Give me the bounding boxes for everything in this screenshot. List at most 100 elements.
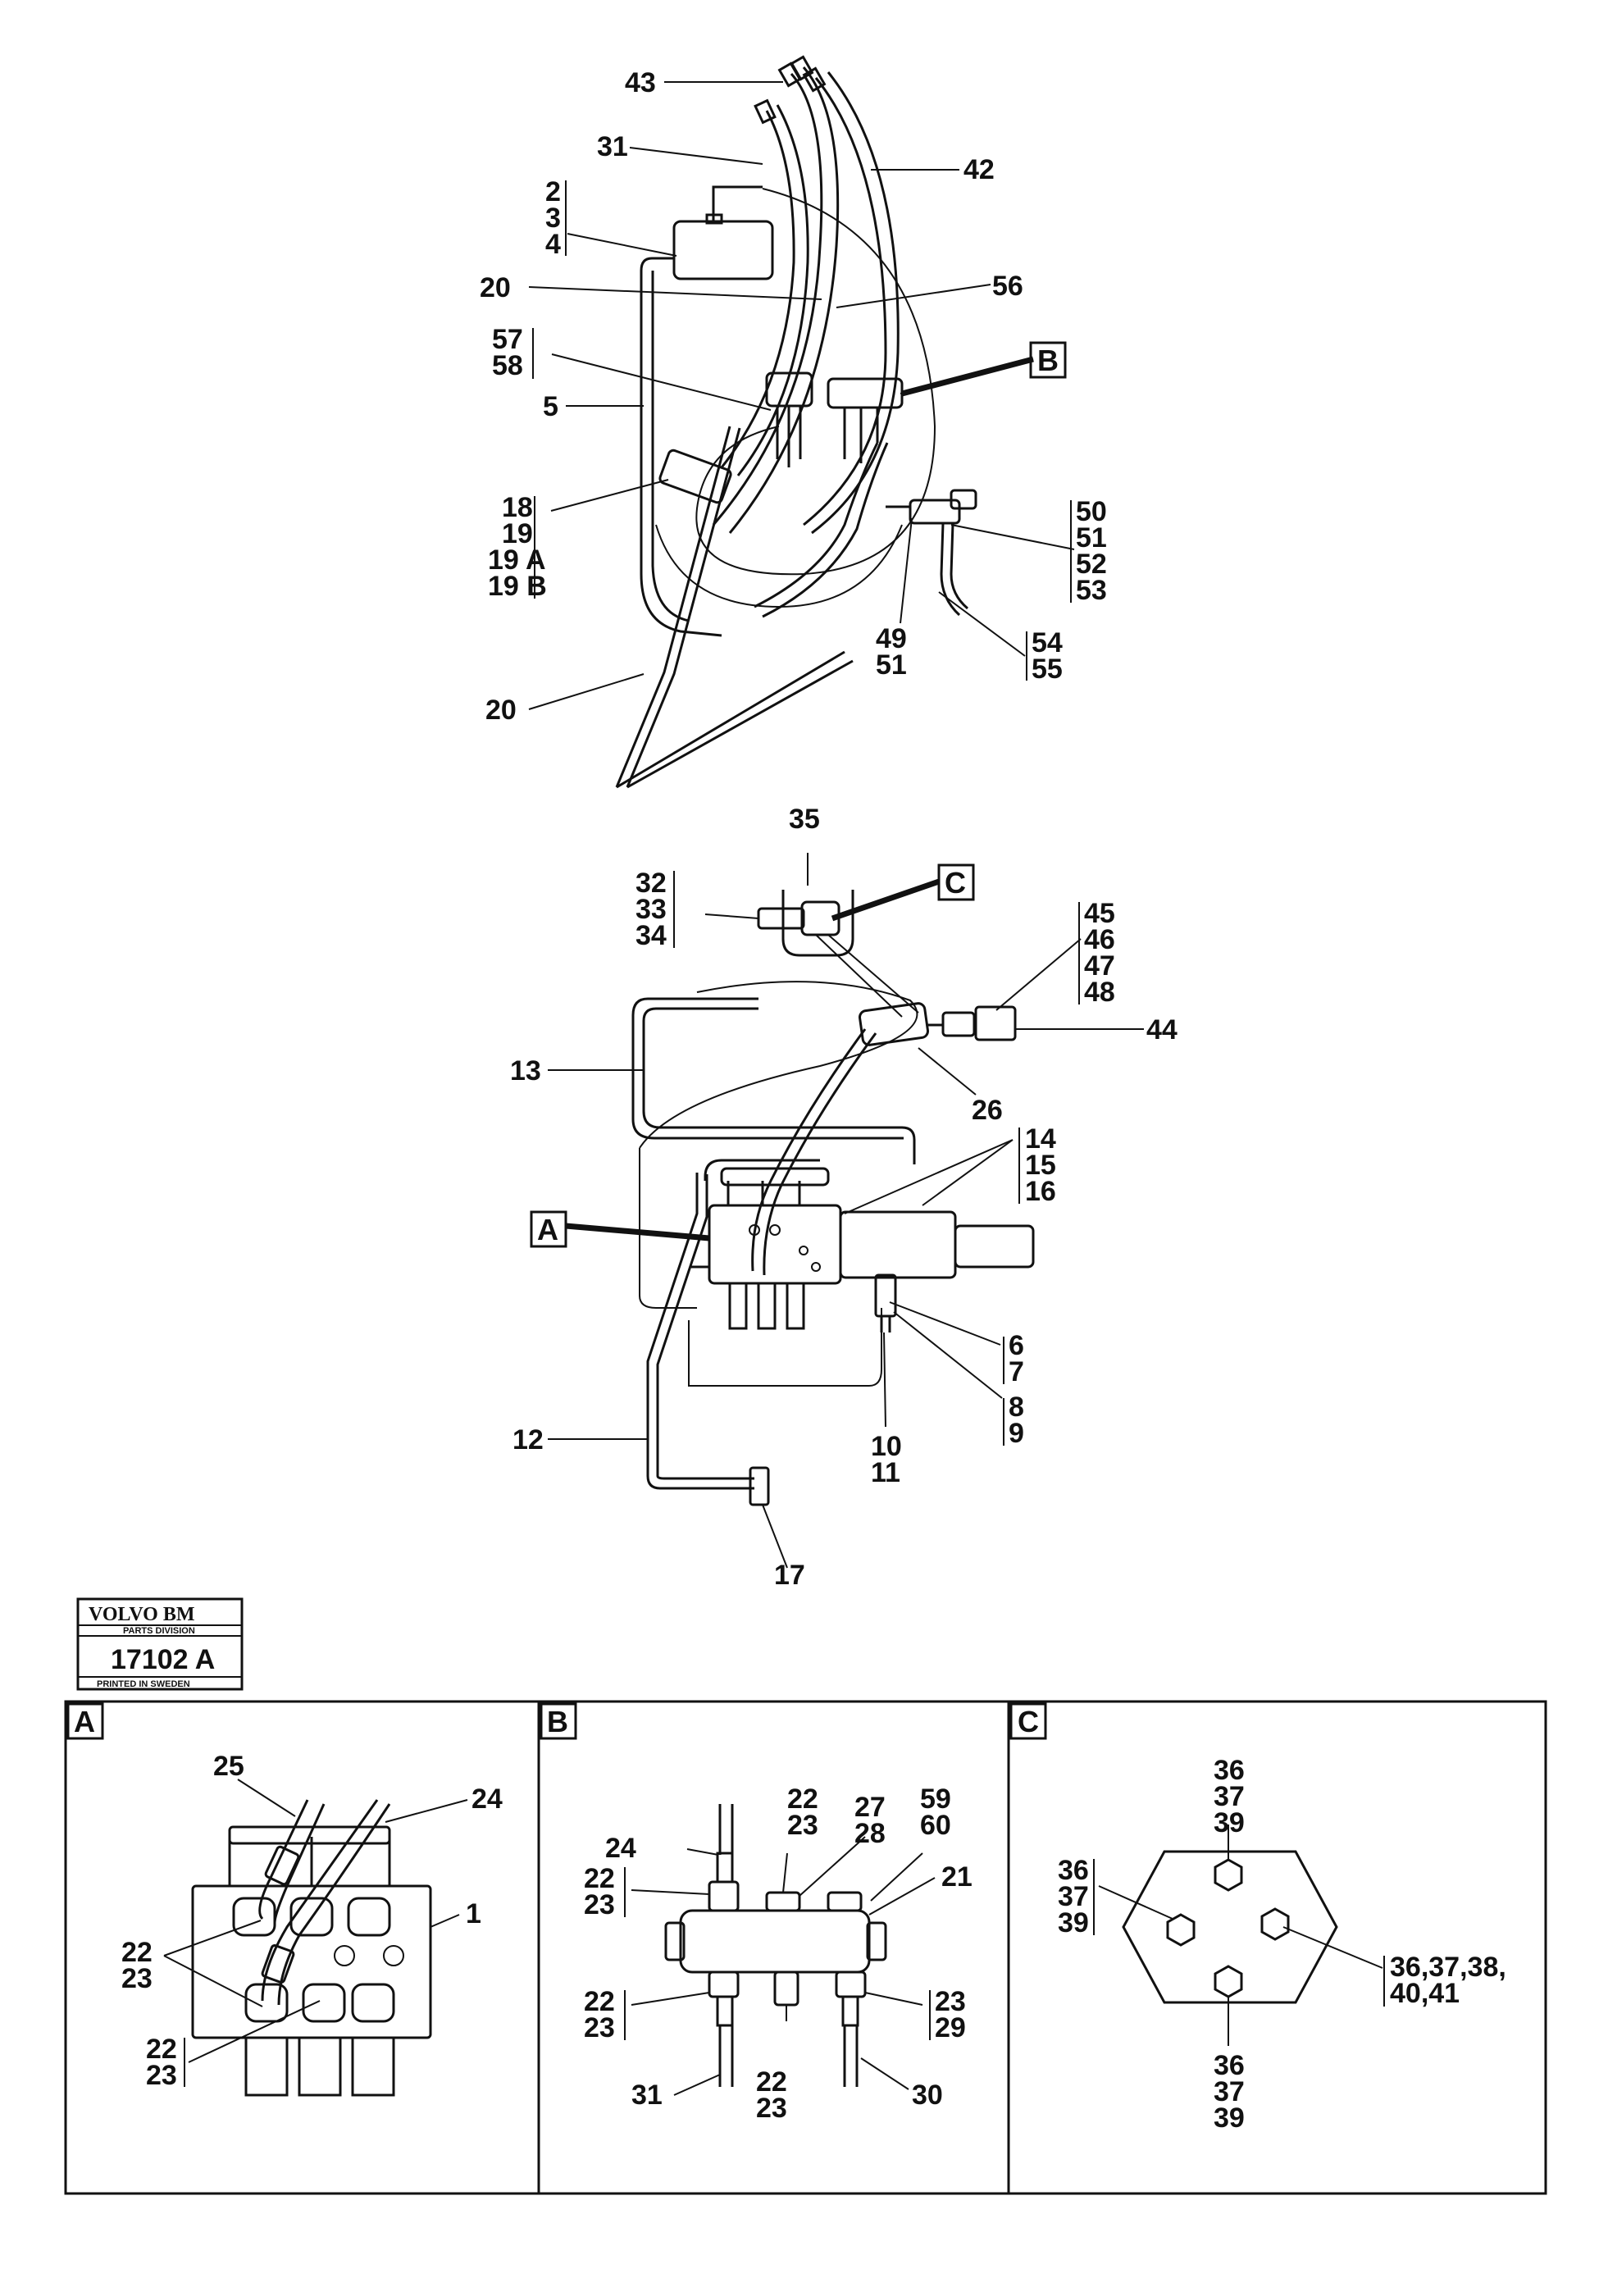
panel-b-callout-27: 27	[854, 1792, 886, 1823]
callout-55: 55	[1032, 654, 1063, 685]
svg-text:C: C	[1018, 1705, 1039, 1738]
panel-c-right-1: 36,37,38,	[1390, 1952, 1506, 1983]
callout-7: 7	[1009, 1356, 1024, 1387]
callout-45: 45	[1084, 898, 1115, 929]
callout-19a: 19 A	[488, 544, 546, 576]
callout-8: 8	[1009, 1392, 1024, 1423]
callout-54: 54	[1032, 627, 1063, 658]
panel-b-callout-23-right: 23	[935, 1986, 966, 2017]
panel-b-callout-23-left: 23	[584, 1889, 615, 1920]
callout-47: 47	[1084, 950, 1115, 982]
callout-53: 53	[1076, 575, 1107, 606]
panel-b-callout-29: 29	[935, 2012, 966, 2043]
panel-b-callout-23-top: 23	[787, 1810, 818, 1841]
callout-19: 19	[502, 518, 533, 549]
panel-c-top-3: 39	[1214, 1807, 1245, 1838]
callout-57: 57	[492, 324, 523, 355]
callout-18: 18	[502, 492, 533, 523]
callout-42: 42	[963, 154, 995, 185]
callout-26: 26	[972, 1095, 1003, 1126]
panel-b-callout-60: 60	[920, 1810, 951, 1841]
leader-lines	[528, 81, 1144, 1569]
panel-c-left-1: 36	[1058, 1855, 1089, 1886]
callout-43: 43	[625, 67, 656, 98]
panel-b-callout-21: 21	[941, 1861, 973, 1893]
callout-49: 49	[876, 623, 907, 654]
detail-ref-b: B	[1029, 341, 1067, 379]
panel-b-callout-59: 59	[920, 1784, 951, 1815]
panel-a-callout-23b: 23	[146, 2060, 177, 2091]
detail-panel-b: B 22 23 27 28 59 60 24	[540, 1702, 973, 2124]
callout-20-top: 20	[480, 272, 511, 303]
detail-panel-a: A 25 24 1 22 23 22 23	[66, 1702, 503, 2097]
callout-13: 13	[510, 1055, 541, 1086]
callout-4: 4	[545, 229, 561, 260]
callout-16: 16	[1025, 1176, 1056, 1207]
upper-assembly	[615, 55, 977, 789]
callout-46: 46	[1084, 924, 1115, 955]
stamp-brand: VOLVO BM	[89, 1604, 195, 1625]
panel-a-callout-25: 25	[213, 1751, 244, 1782]
panel-b-callout-31: 31	[631, 2080, 663, 2111]
panel-b-callout-23-bottom: 23	[756, 2093, 787, 2124]
svg-text:A: A	[74, 1705, 95, 1738]
panel-c-right-2: 40,41	[1390, 1978, 1460, 2009]
panel-c-top-1: 36	[1214, 1755, 1245, 1786]
panel-b-callout-24: 24	[605, 1833, 636, 1864]
svg-text:B: B	[547, 1705, 568, 1738]
stamp-printed: PRINTED IN SWEDEN	[97, 1679, 190, 1689]
callout-19b: 19 B	[488, 571, 547, 602]
panel-a-callout-22a: 22	[121, 1937, 153, 1968]
callout-15: 15	[1025, 1150, 1056, 1181]
callout-5: 5	[543, 391, 558, 422]
lower-assembly	[631, 890, 1035, 1506]
panel-a-callout-1: 1	[466, 1898, 481, 1929]
panel-b-callout-28: 28	[854, 1818, 886, 1849]
detail-panels-frame	[64, 1700, 1547, 2195]
panel-c-left-2: 37	[1058, 1881, 1089, 1912]
callout-51: 51	[1076, 522, 1107, 554]
callout-2: 2	[545, 176, 561, 207]
stamp-number: 17102 A	[111, 1644, 215, 1675]
callout-51b: 51	[876, 649, 907, 681]
callout-31: 31	[597, 131, 628, 162]
panel-c-top-2: 37	[1214, 1781, 1245, 1812]
callout-labels: 43 31 42 2 3 4 20 56 57 58 5 18 19 19 A …	[480, 67, 1178, 1591]
panel-c-left-3: 39	[1058, 1907, 1089, 1938]
callout-17: 17	[774, 1560, 805, 1591]
detail-ref-a: A	[530, 1210, 567, 1248]
panel-c-bottom-3: 39	[1214, 2102, 1245, 2134]
volvo-bm-stamp: VOLVO BM PARTS DIVISION 17102 A PRINTED …	[76, 1597, 244, 1691]
callout-3: 3	[545, 203, 561, 234]
panel-b-callout-22-bottom: 22	[756, 2066, 787, 2098]
svg-text:A: A	[537, 1213, 558, 1246]
detail-ref-c: C	[937, 863, 975, 901]
callout-48: 48	[1084, 977, 1115, 1008]
panel-a-callout-22b: 22	[146, 2034, 177, 2065]
callout-44: 44	[1146, 1014, 1178, 1046]
callout-50: 50	[1076, 496, 1107, 527]
detail-panel-c: C 36 37 39 36 37 39 36,37,38, 40,41 36 3…	[1009, 1702, 1506, 2134]
callout-12: 12	[512, 1424, 544, 1456]
panel-b-callout-30: 30	[912, 2080, 943, 2111]
callout-32: 32	[635, 868, 667, 899]
panel-a-callout-23a: 23	[121, 1963, 153, 1994]
callout-14: 14	[1025, 1123, 1056, 1155]
callout-6: 6	[1009, 1330, 1024, 1361]
callout-10: 10	[871, 1431, 902, 1462]
panel-b-callout-22-bottom-left: 22	[584, 1986, 615, 2017]
svg-text:C: C	[945, 866, 966, 900]
callout-52: 52	[1076, 549, 1107, 580]
stamp-division: PARTS DIVISION	[123, 1626, 195, 1636]
panel-c-bottom-1: 36	[1214, 2050, 1245, 2081]
callout-20-bottom: 20	[485, 695, 517, 726]
callout-34: 34	[635, 920, 667, 951]
callout-11: 11	[871, 1457, 900, 1488]
svg-text:B: B	[1037, 344, 1059, 377]
panel-b-callout-22-top: 22	[787, 1784, 818, 1815]
callout-9: 9	[1009, 1418, 1024, 1449]
panel-b-callout-22-left: 22	[584, 1863, 615, 1894]
callout-58: 58	[492, 350, 523, 381]
panel-a-callout-24: 24	[471, 1784, 503, 1815]
